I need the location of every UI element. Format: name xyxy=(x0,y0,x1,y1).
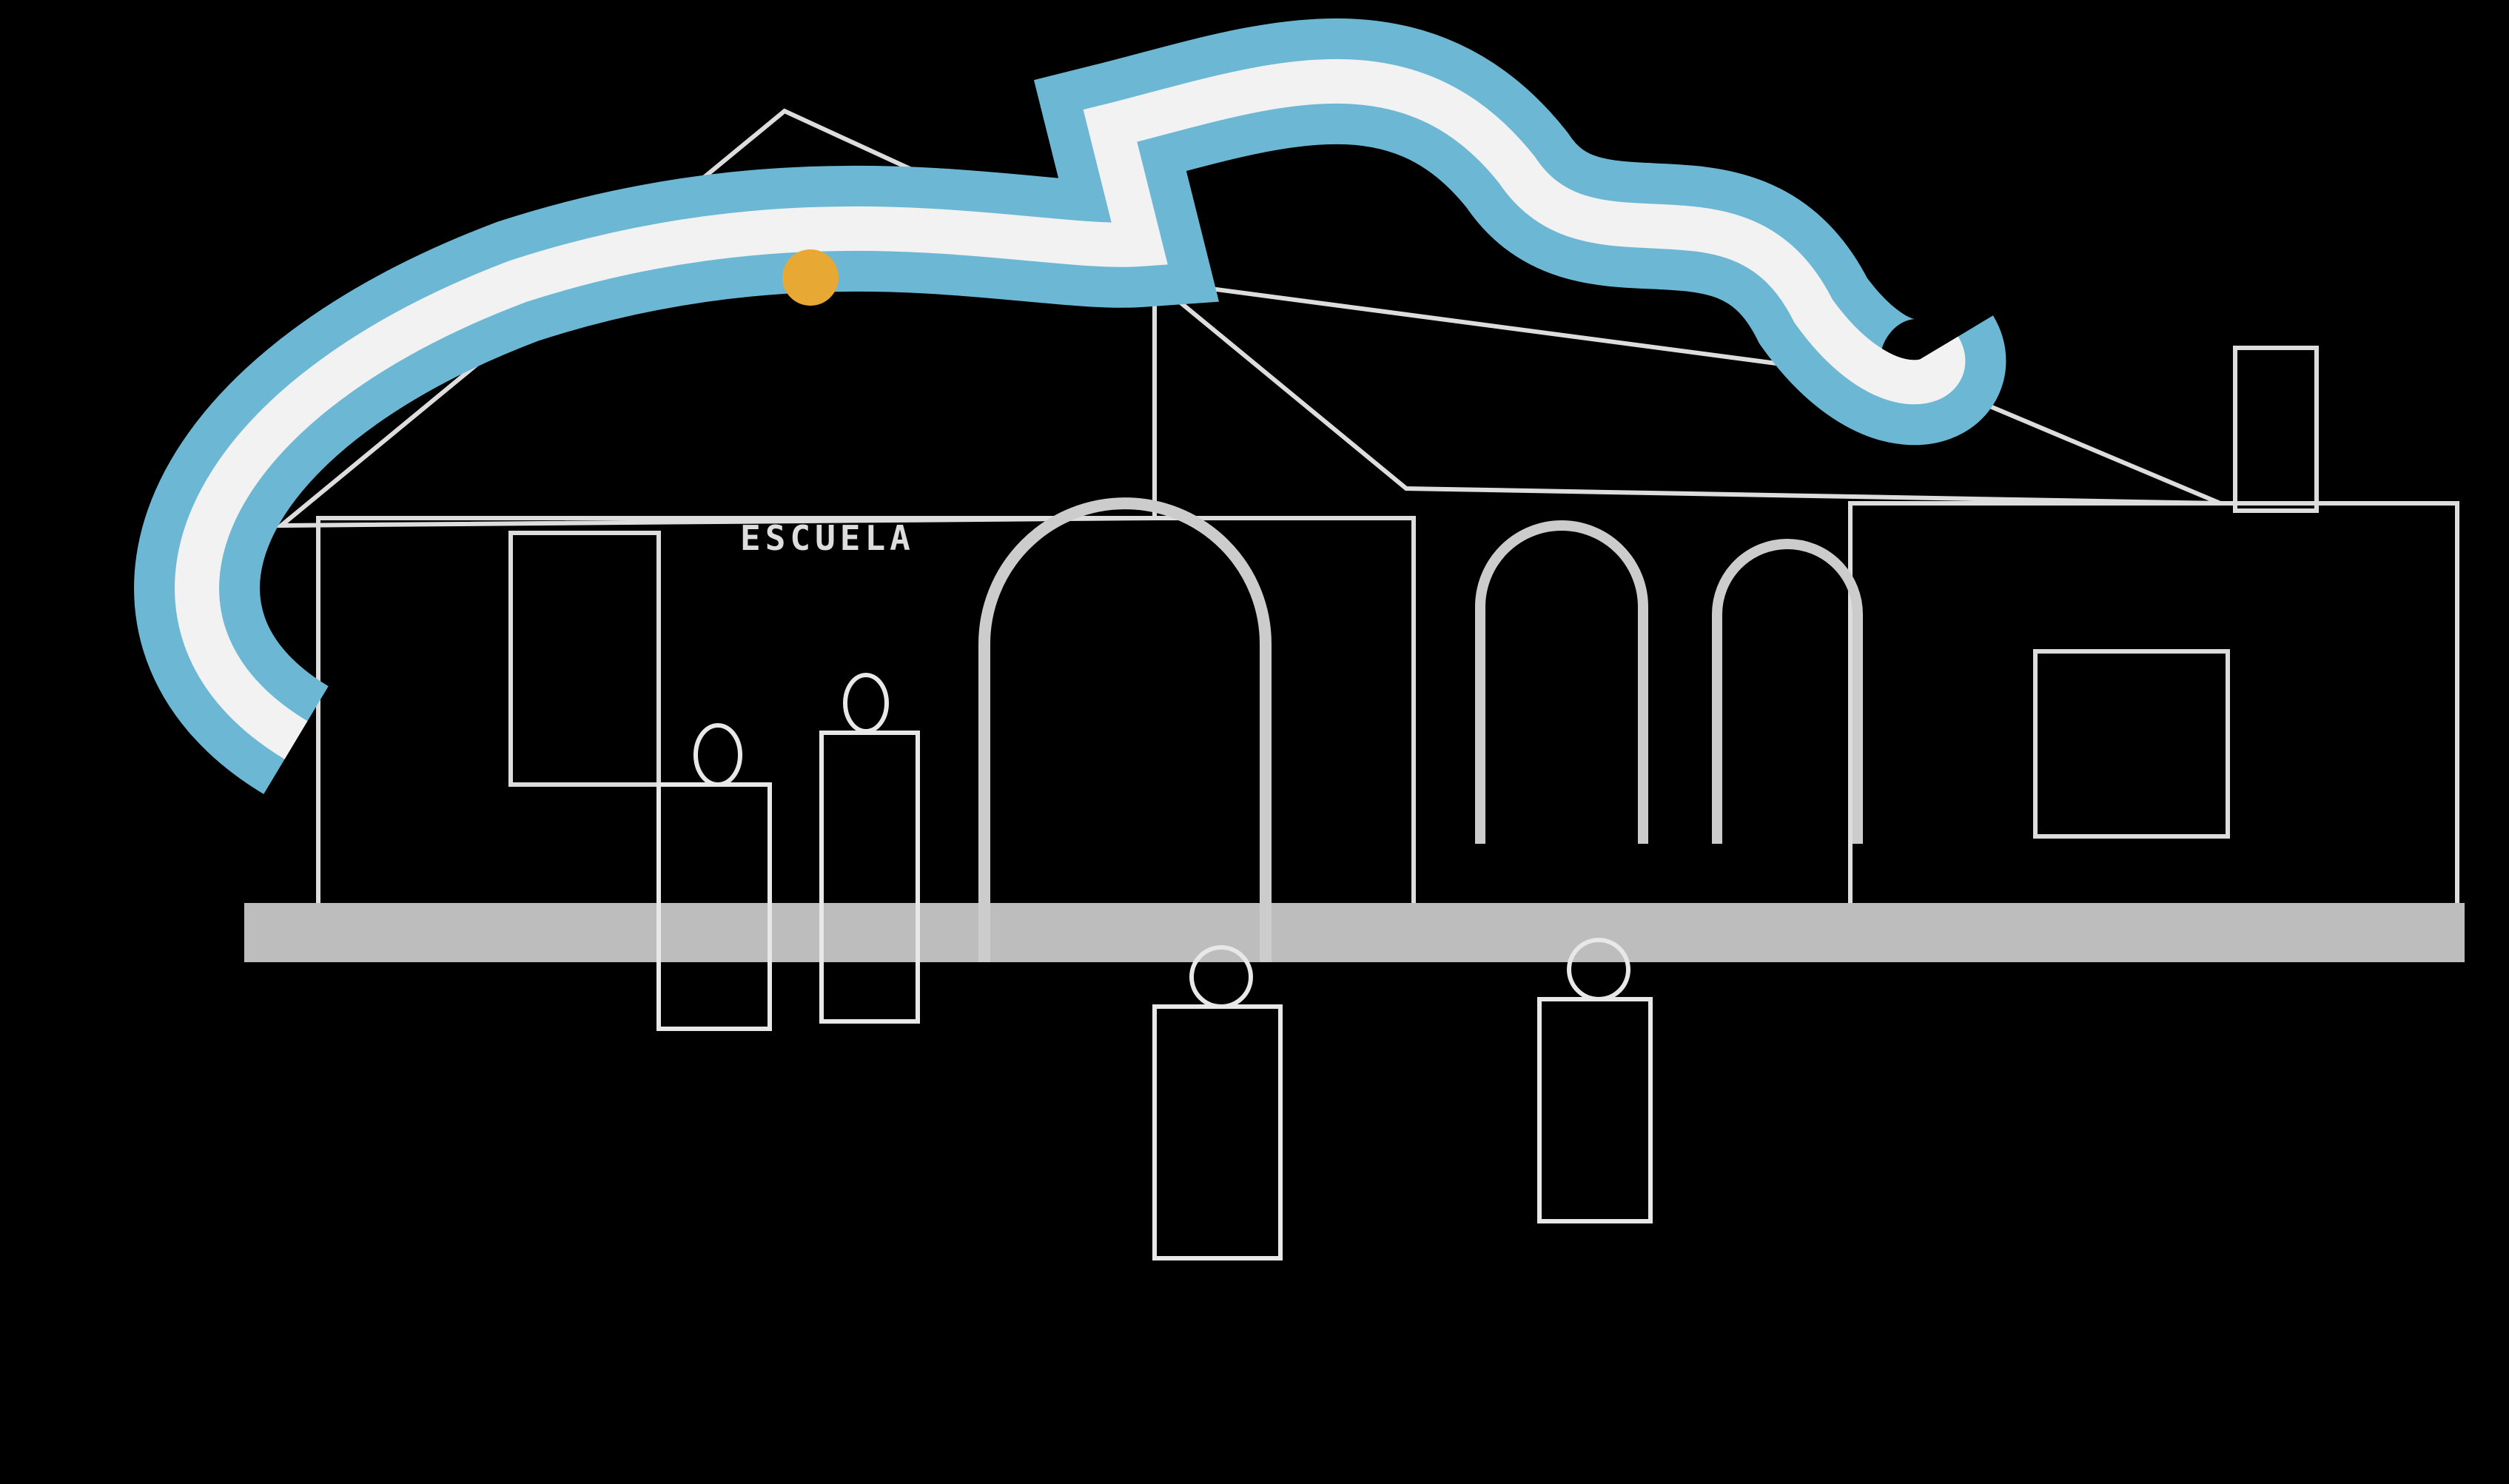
wall-base xyxy=(244,903,2465,962)
arch-entrance xyxy=(978,497,1272,962)
flag-ribbon xyxy=(134,18,2006,794)
arch-window-1 xyxy=(1475,520,1648,844)
wall-right xyxy=(1848,501,2459,935)
school-sign: ESCUELA xyxy=(740,518,915,558)
chimney xyxy=(2233,346,2319,513)
barred-window xyxy=(2033,649,2230,839)
people xyxy=(656,673,1653,1260)
roof-main xyxy=(1147,278,2222,506)
window-left xyxy=(508,531,661,787)
arch-window-2 xyxy=(1712,539,1863,844)
flag-ribbon-white xyxy=(175,58,1966,759)
sun-of-may xyxy=(782,249,839,306)
